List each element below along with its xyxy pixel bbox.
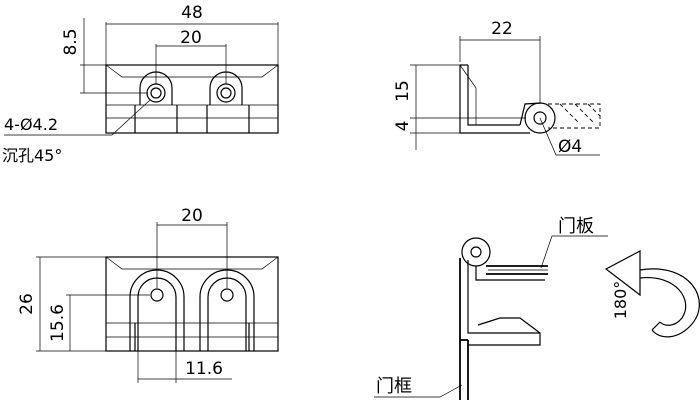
rotation-arc-outer: [639, 268, 700, 338]
dashed-hatch: [574, 103, 596, 125]
dashed-leaf: [548, 103, 601, 129]
frame-leaf: [467, 260, 541, 346]
side-view: 22 15 4 Ø4: [393, 19, 601, 157]
dim-20-label: 20: [180, 28, 202, 48]
dim-48-label: 48: [181, 3, 203, 23]
top-chamfer: [105, 64, 279, 78]
pin-dim-label: Ø4: [558, 137, 582, 157]
top-hole-left-outer: [146, 83, 166, 103]
frame-leader: [374, 384, 463, 398]
bottom-hole-right: [220, 288, 234, 302]
side-bevel: [459, 64, 477, 89]
installation-view: 门板 门框 180°: [374, 216, 700, 400]
dim-15-6-label: 15.6: [48, 304, 68, 342]
top-hole-left-inner: [150, 87, 162, 99]
top-hole-right-outer: [216, 83, 236, 103]
door-panel-label: 门板: [558, 216, 594, 237]
door-frame-label: 门框: [376, 376, 412, 397]
bottom-chamfer: [105, 256, 279, 270]
top-front-view: 48 20 8.5 4-Ø4.2 沉孔45°: [2, 3, 279, 165]
bottom-body-outline: [105, 256, 279, 352]
dim-15-label: 15: [393, 80, 413, 102]
rotation-arc-tip: [651, 321, 661, 331]
dim-22-label: 22: [491, 19, 513, 39]
top-hole-right-inner: [220, 87, 232, 99]
hole-note: 4-Ø4.2: [4, 115, 58, 134]
rotation-arrowhead: [604, 250, 641, 297]
knuckle-pin: [533, 111, 547, 125]
rotation-label: 180°: [611, 281, 630, 320]
side-profile-outer: [459, 65, 530, 134]
bottom-hole-left: [150, 288, 164, 302]
pin-leader: [539, 117, 600, 156]
hole-leader: [4, 99, 151, 136]
install-knuckle-pin: [470, 246, 482, 258]
top-body-outline: [105, 64, 279, 134]
dashed-hatch: [587, 103, 601, 117]
countersink-note: 沉孔45°: [2, 146, 62, 165]
install-knuckle-outer: [461, 237, 491, 267]
panel-leader: [540, 235, 608, 269]
dim-26-label: 26: [17, 293, 37, 315]
dashed-hatch: [559, 103, 581, 125]
panel-leaf: [475, 266, 545, 281]
dim-4-label: 4: [393, 121, 413, 132]
dim-8-5-label: 8.5: [61, 28, 81, 55]
dim-20-label: 20: [181, 206, 203, 226]
rotation-arc-inner: [639, 277, 687, 326]
bottom-front-view: 20 26 15.6 11.6: [17, 206, 279, 383]
side-profile-inner: [467, 65, 520, 126]
dim-11-6-label: 11.6: [185, 359, 223, 379]
leaf-bevel: [477, 317, 541, 334]
